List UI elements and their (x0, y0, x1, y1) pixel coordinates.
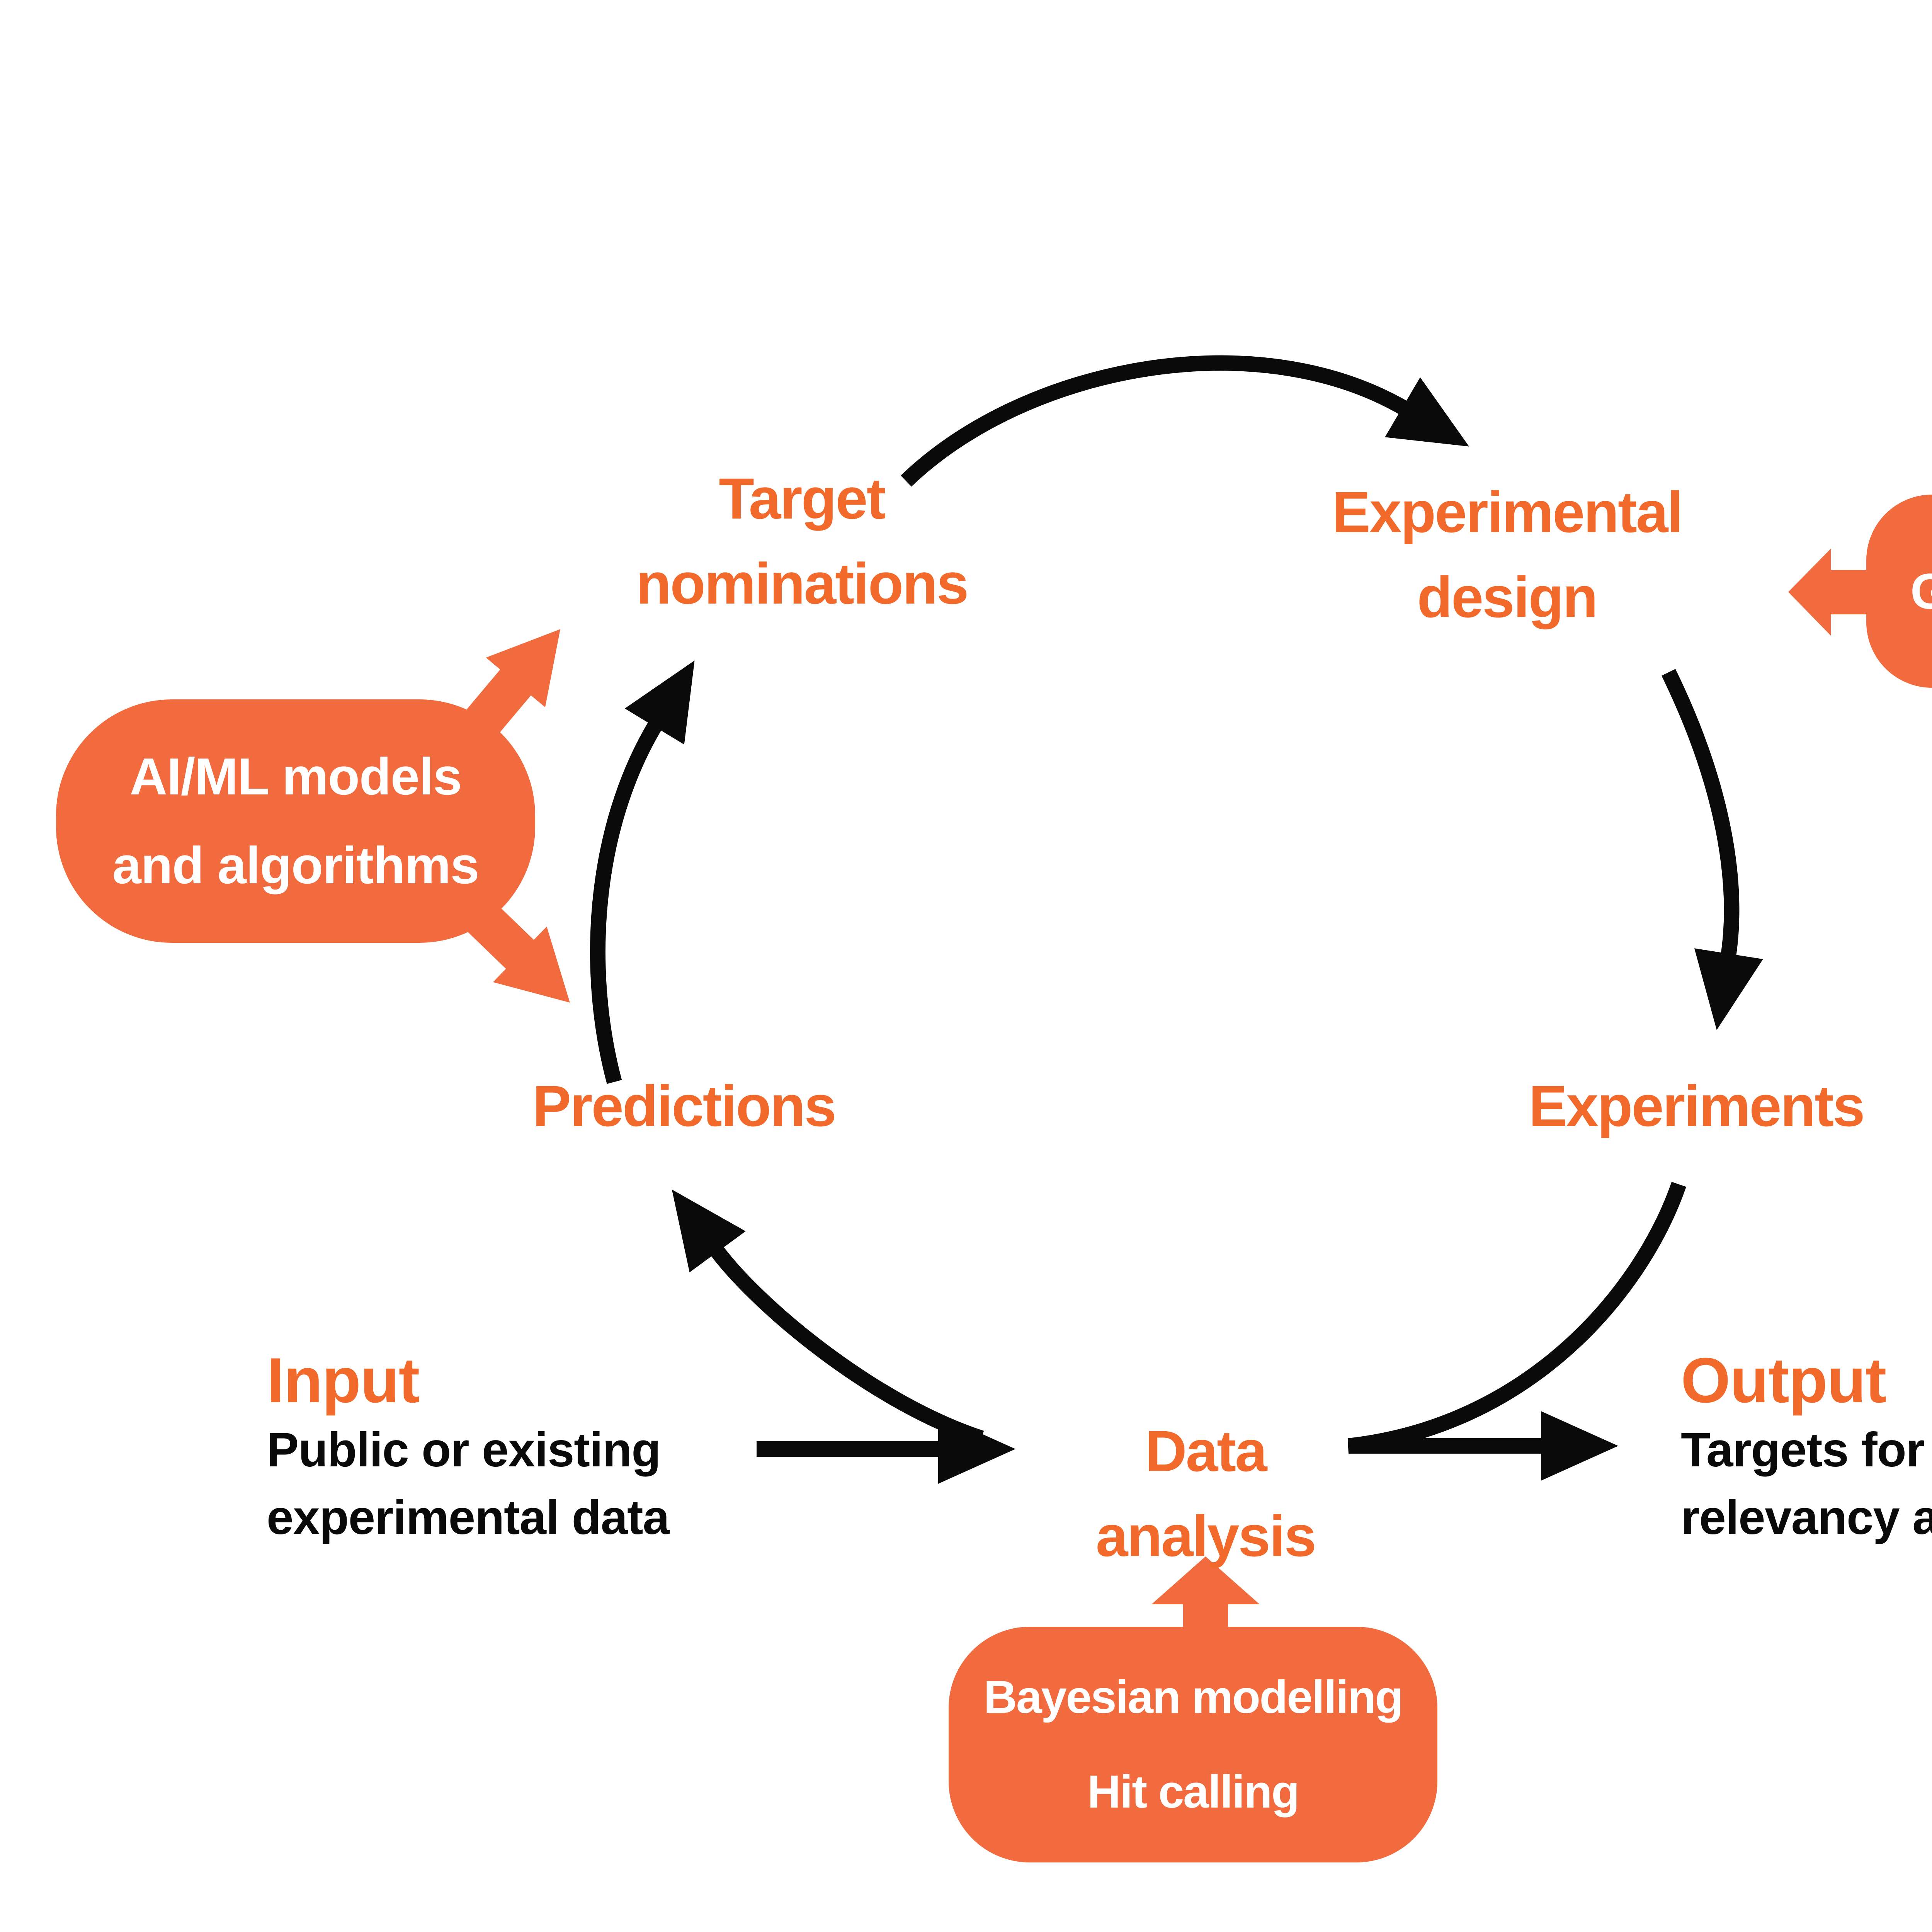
node-target-nominations-line2: nominations (636, 551, 969, 616)
input-label: Input (267, 1345, 420, 1416)
node-experiments-label: Experiments (1529, 1073, 1865, 1138)
node-experimental-design-line2: design (1417, 565, 1598, 629)
badge-aiml-models: AI/ML models and algorithms (56, 699, 535, 943)
node-experimental-design: Experimental design (1332, 469, 1683, 639)
arrow-experiments-to-output-icon (1347, 1182, 1686, 1481)
node-data-analysis-line1: Data (1145, 1418, 1267, 1483)
input-line1: Public or existing (267, 1423, 661, 1477)
output-label: Output (1681, 1345, 1886, 1416)
arrow-predictions-to-target-icon (590, 660, 695, 1084)
arrow-target-to-experimental-icon (901, 355, 1469, 487)
input-block: Input Public or existing experimental da… (267, 1345, 670, 1551)
node-target-nominations: Target nominations (636, 456, 969, 626)
badge-bayesian-line2: Hit calling (1087, 1766, 1299, 1818)
badge-aiml-line1: AI/ML models (129, 747, 462, 806)
output-line1: Targets for clinical (1681, 1423, 1932, 1477)
node-data-analysis-line2: analysis (1095, 1503, 1316, 1568)
arrow-data-analysis-to-predictions-icon (672, 1189, 984, 1446)
output-block: Output Targets for clinical relevancy as… (1681, 1345, 1932, 1551)
node-experimental-design-line1: Experimental (1332, 480, 1683, 544)
badge-aiml-line2: and algorithms (112, 836, 480, 895)
arrow-experimental-to-experiments-icon (1662, 669, 1763, 1030)
badge-gsuit: Gsuit (1866, 495, 1932, 688)
output-line2: relevancy assessment (1681, 1491, 1932, 1544)
badge-bayesian: Bayesian modelling Hit calling (949, 1627, 1437, 1862)
node-predictions-label: Predictions (532, 1073, 837, 1138)
badge-gsuit-label: Gsuit (1910, 563, 1932, 619)
node-target-nominations-line1: Target (719, 466, 886, 531)
badge-bayesian-line1: Bayesian modelling (983, 1671, 1403, 1723)
node-predictions: Predictions (532, 1063, 837, 1148)
input-line2: experimental data (267, 1491, 670, 1544)
node-data-analysis: Data analysis (1095, 1408, 1316, 1578)
node-experiments: Experiments (1529, 1063, 1865, 1148)
gsuit-arrow-left-icon (1788, 549, 1872, 636)
